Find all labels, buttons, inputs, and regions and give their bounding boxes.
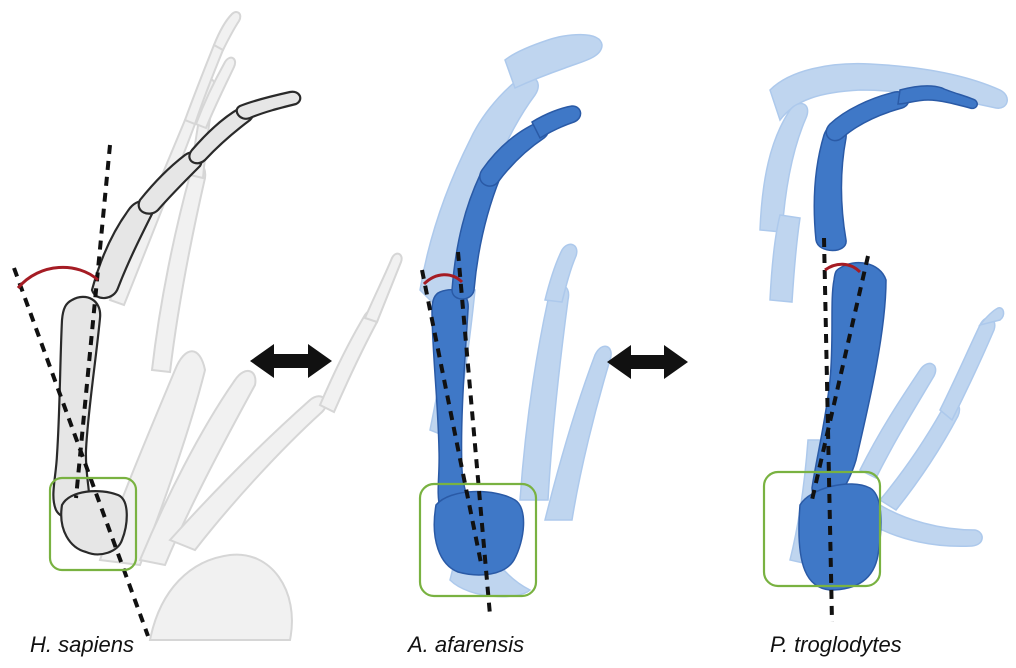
human-hand-panel	[14, 12, 402, 640]
caption-h-sapiens: H. sapiens	[30, 632, 134, 658]
caption-p-troglodytes: P. troglodytes	[770, 632, 902, 658]
afarensis-hand-panel	[420, 35, 611, 615]
double-headed-arrow-icon	[250, 344, 332, 378]
human-angle-arc	[18, 267, 98, 288]
caption-a-afarensis: A. afarensis	[408, 632, 524, 658]
double-headed-arrow-icon	[607, 345, 688, 379]
troglodytes-hand-panel	[760, 64, 1007, 622]
